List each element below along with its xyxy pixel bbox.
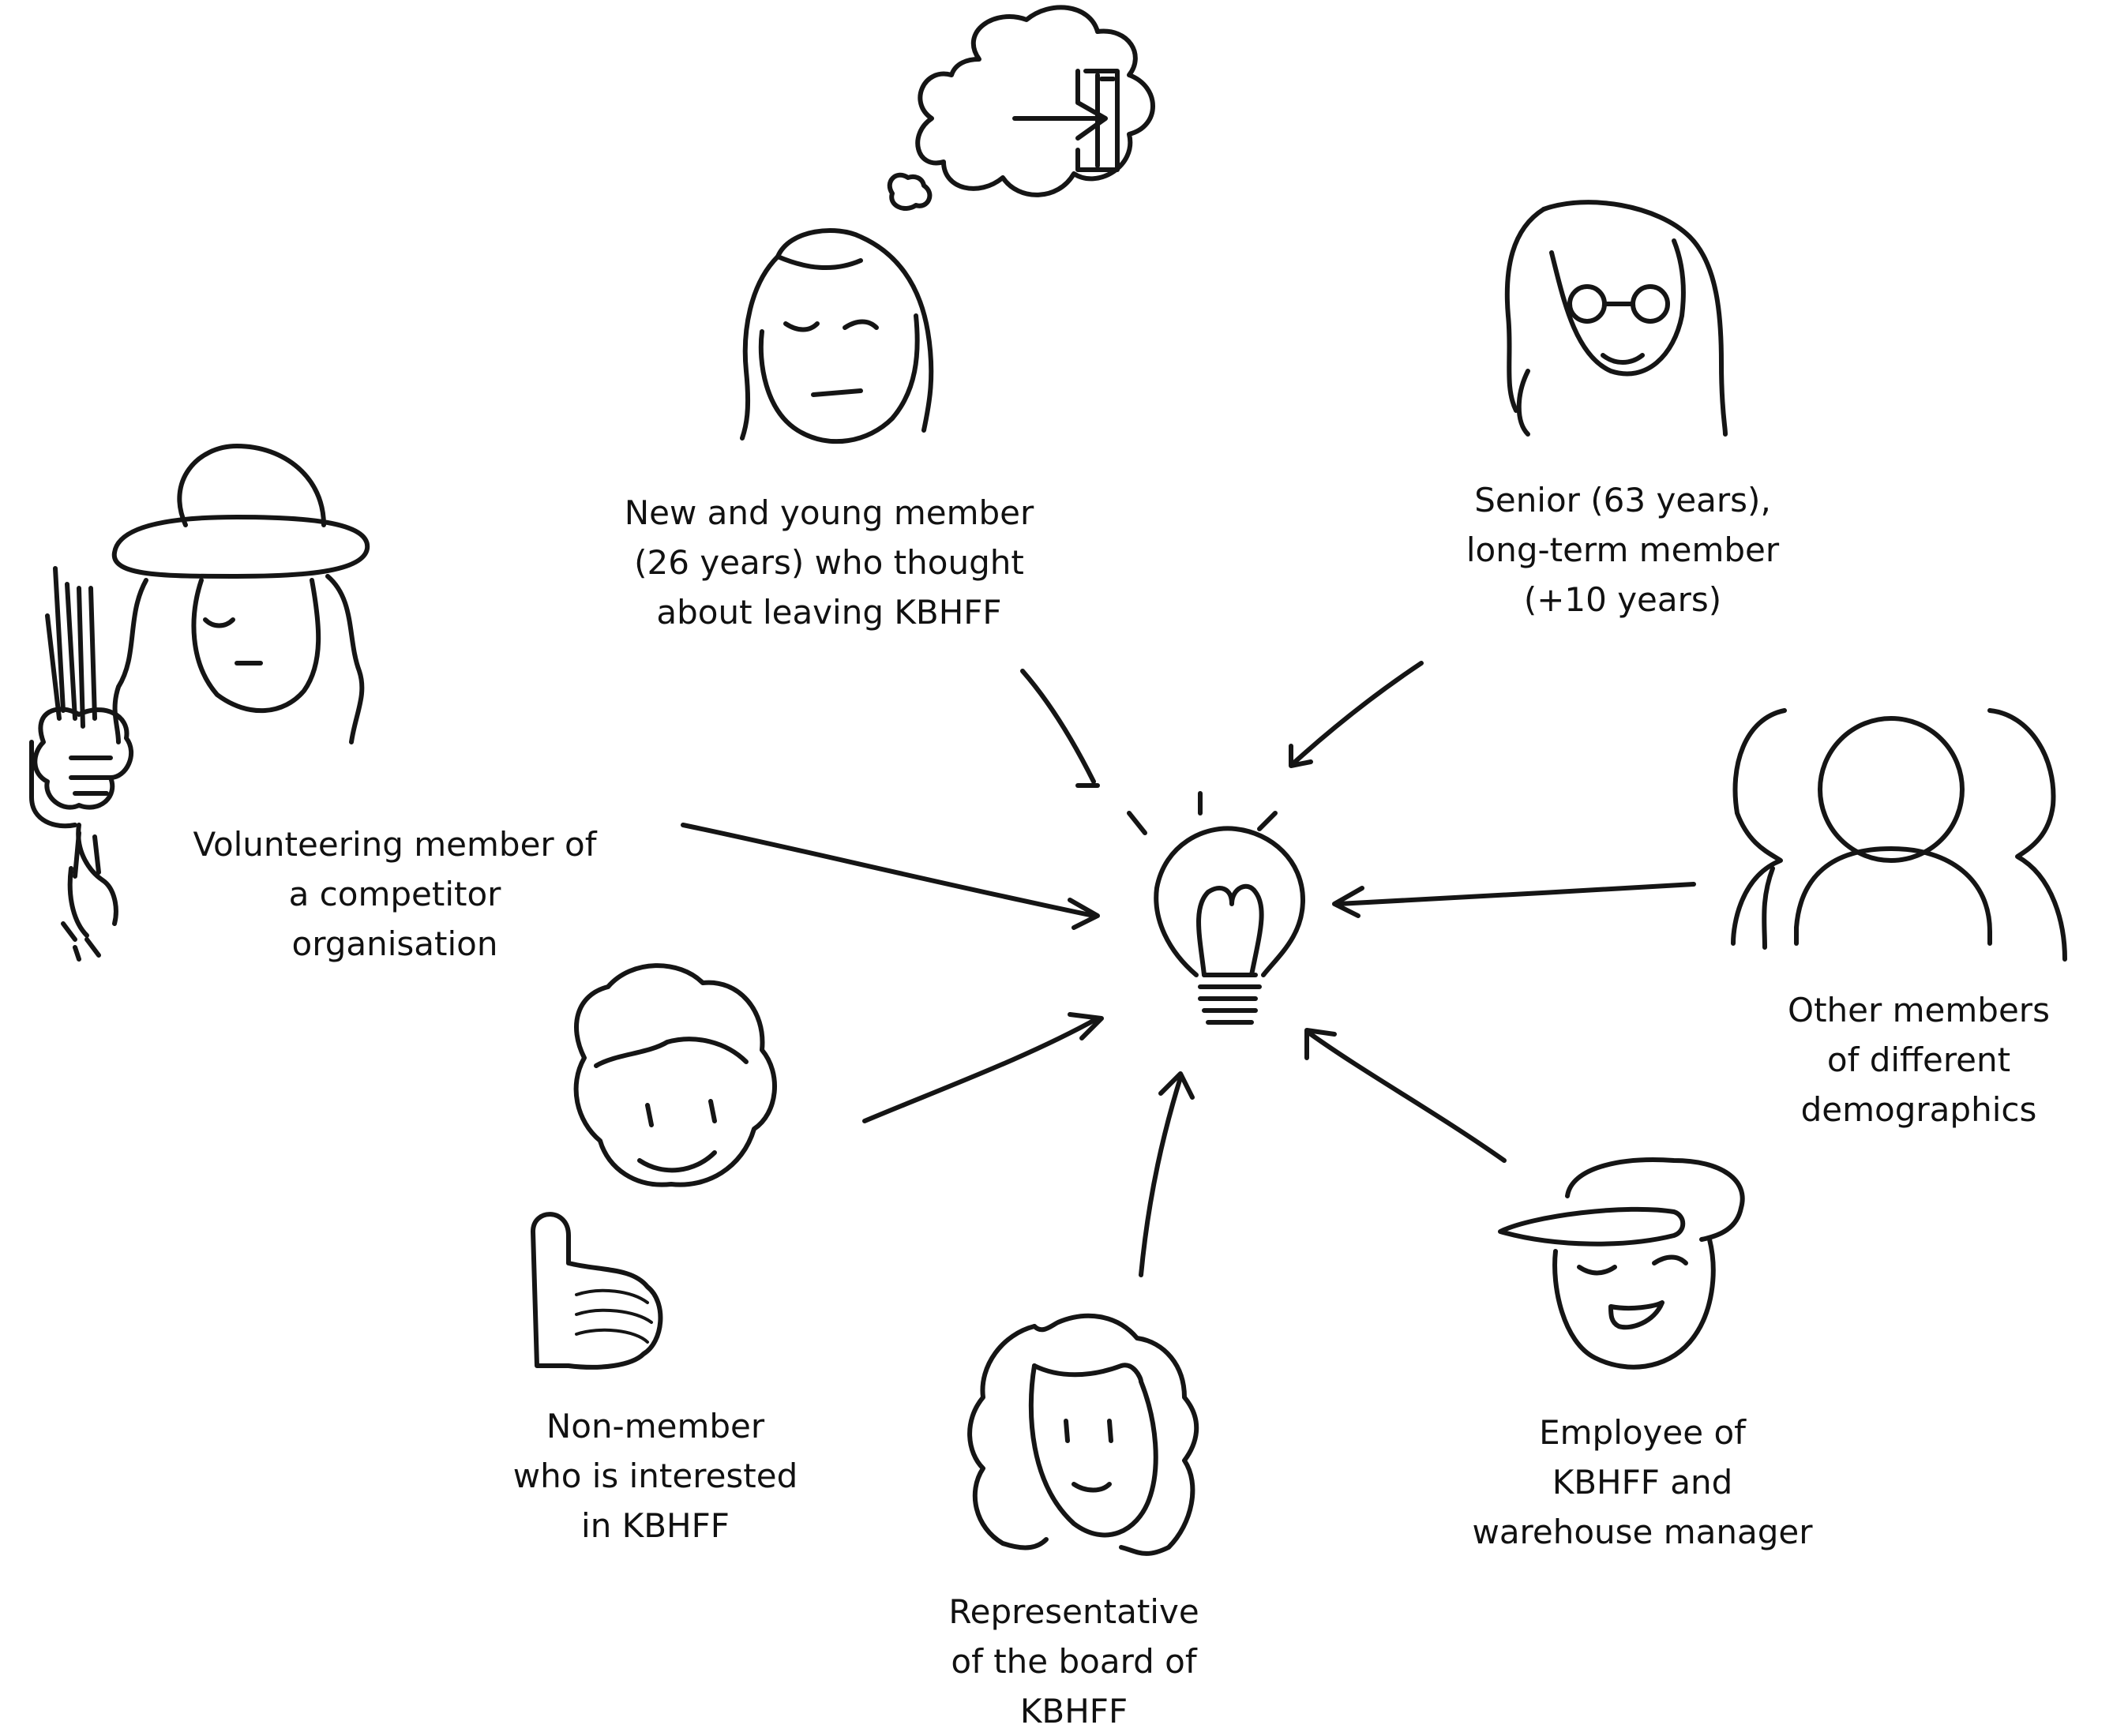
- person-thumbs-up-icon: [531, 963, 777, 1370]
- arrow-from-other-members: [1332, 882, 1696, 918]
- group-people-icon: [1731, 708, 2067, 962]
- person-cap-icon: [1498, 1157, 1745, 1370]
- label-non-member: Non-member who is interested in KBHFF: [512, 1407, 798, 1545]
- arrow-from-new-young-member: [1020, 669, 1100, 788]
- exit-door-thought-icon: [887, 5, 1155, 211]
- person-curly-hair-icon: [967, 1313, 1199, 1556]
- arrow-from-senior-member: [1289, 661, 1424, 768]
- lightbulb-heart-icon: [1127, 791, 1305, 1025]
- label-other-members: Other members of different demographics: [1788, 991, 2050, 1129]
- label-new-young-member: New and young member (26 years) who thou…: [624, 493, 1034, 632]
- arrow-from-board-representative: [1139, 1071, 1195, 1277]
- label-competitor-volunteer: Volunteering member of a competitor orga…: [193, 825, 597, 963]
- label-employee: Employee of KBHFF and warehouse manager: [1472, 1413, 1813, 1551]
- arrow-from-non-member: [862, 1012, 1104, 1123]
- arrow-from-competitor-volunteer: [681, 823, 1100, 930]
- arrow-from-employee: [1304, 1028, 1507, 1163]
- person-hat-onions-icon: [29, 444, 370, 962]
- person-glasses-icon: [1504, 200, 1728, 437]
- label-senior-member: Senior (63 years), long-term member (+10…: [1466, 481, 1780, 619]
- label-board-representative: Representative of the board of KBHFF: [948, 1592, 1199, 1730]
- thinking-person-icon: [740, 228, 934, 444]
